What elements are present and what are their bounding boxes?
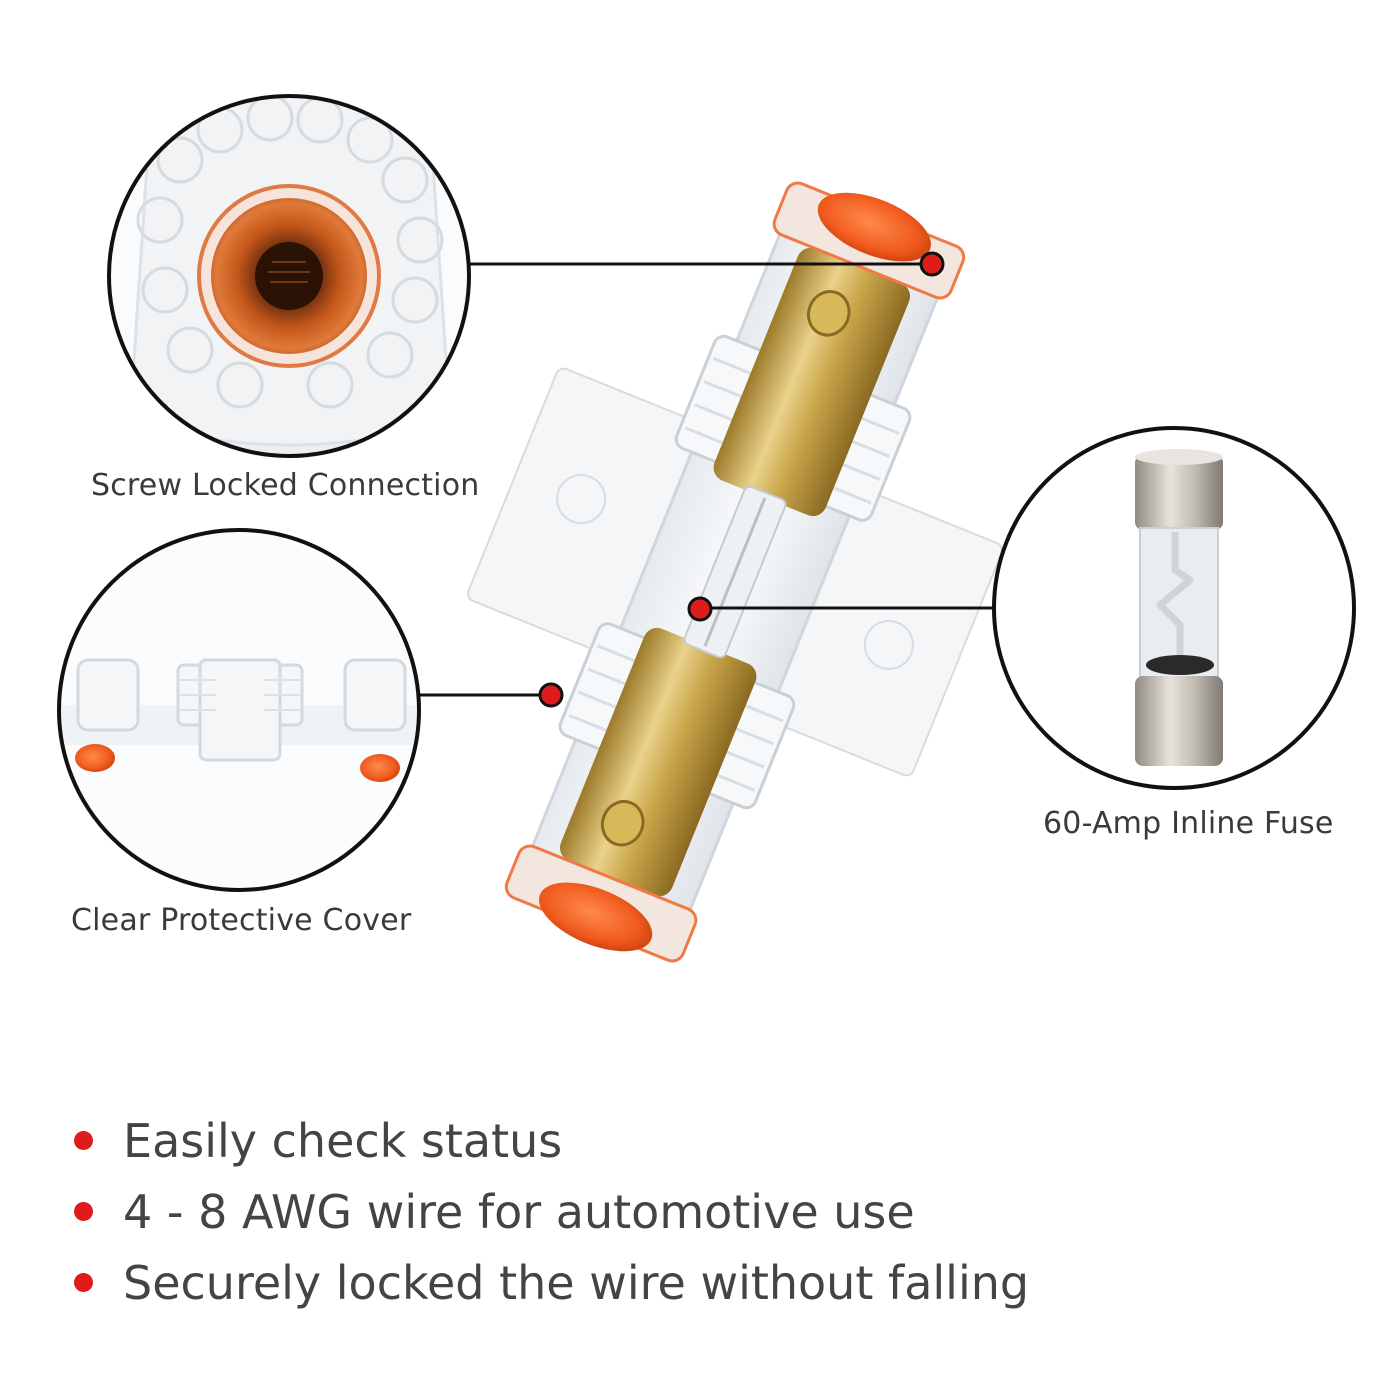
loose-cap-left xyxy=(75,744,115,772)
zoom-circle-fuse xyxy=(992,426,1356,790)
feature-item: Easily check status xyxy=(70,1105,1370,1176)
brass-terminal-top xyxy=(713,247,911,517)
bullet-dot-icon xyxy=(74,1273,93,1292)
set-screw-bottom xyxy=(600,799,645,847)
callout-dot-fuse xyxy=(687,596,713,622)
set-screw-top xyxy=(806,290,851,337)
feature-list: Easily check status 4 - 8 AWG wire for a… xyxy=(70,1105,1370,1318)
mount-hole-left xyxy=(556,474,607,525)
callout-label-cover: Clear Protective Cover xyxy=(71,903,412,938)
fuse-holder xyxy=(467,181,1003,963)
callout-dot-cover xyxy=(538,682,564,708)
feature-text: Easily check status xyxy=(123,1113,563,1168)
feature-text: Securely locked the wire without falling xyxy=(123,1255,1030,1310)
feature-item: Securely locked the wire without falling xyxy=(70,1247,1370,1318)
bullet-dot-icon xyxy=(74,1202,93,1221)
product-illustration xyxy=(57,94,1356,963)
end-cap-top xyxy=(772,181,966,300)
feature-text: 4 - 8 AWG wire for automotive use xyxy=(123,1184,915,1239)
zoom-circle-cover xyxy=(57,528,421,892)
end-cap-bottom xyxy=(504,844,698,963)
callout-dot-screw xyxy=(919,251,945,277)
loose-cap-right xyxy=(360,754,400,782)
callout-label-fuse: 60-Amp Inline Fuse xyxy=(1043,806,1334,841)
zoom-circle-screw xyxy=(107,94,471,458)
mount-hole-right xyxy=(863,619,914,670)
bullet-dot-icon xyxy=(74,1131,93,1150)
callout-label-screw: Screw Locked Connection xyxy=(91,468,480,503)
feature-item: 4 - 8 AWG wire for automotive use xyxy=(70,1176,1370,1247)
